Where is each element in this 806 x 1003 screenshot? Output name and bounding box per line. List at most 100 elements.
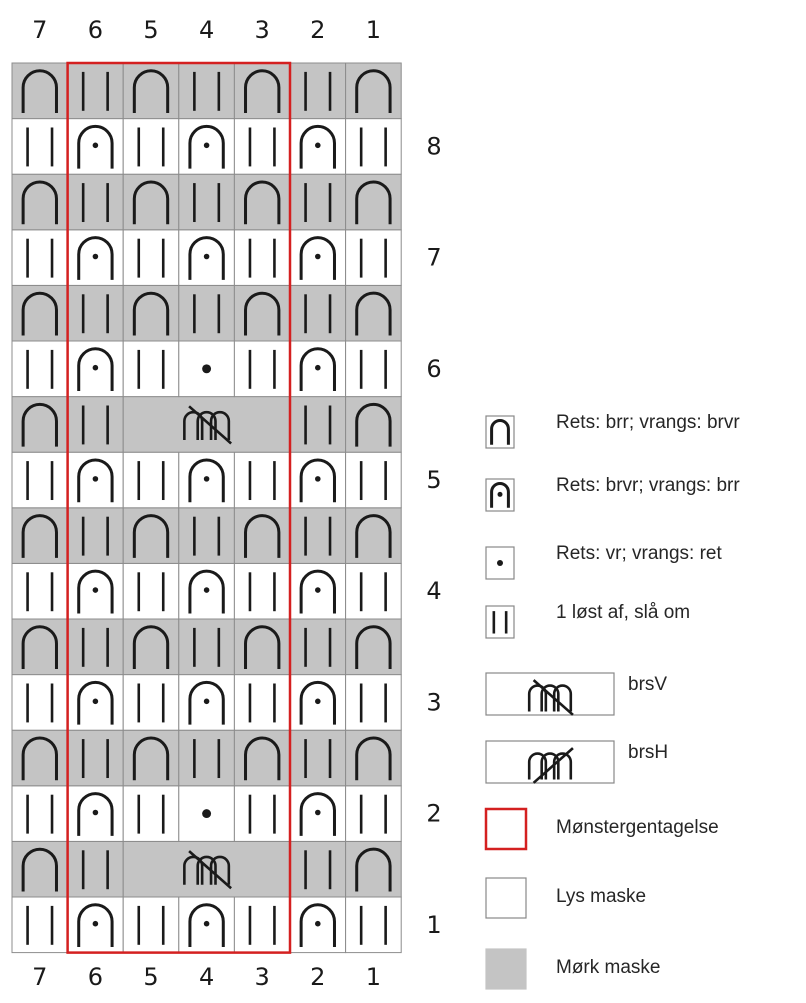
chart-row: [11, 451, 402, 509]
brioche-stitch: [11, 840, 69, 898]
legend-label: Mønstergentagelse: [556, 817, 719, 838]
legend-item-brsH: brsH: [485, 740, 668, 784]
brioche-dot-stitch: [289, 451, 347, 509]
top-column-number: 6: [88, 16, 103, 44]
brioche-stitch: [233, 618, 291, 676]
bars-stitch: [178, 507, 235, 564]
brioche-dot-stitch: [67, 562, 124, 620]
brioche-dot-stitch: [67, 896, 124, 954]
bars-stitch: [11, 340, 69, 398]
row-number: 1: [426, 911, 441, 939]
chart-row: [11, 674, 402, 731]
brioche-stitch: [345, 618, 402, 676]
bottom-column-number: 4: [199, 963, 214, 991]
brioche-stitch: [233, 173, 291, 231]
brioche-stitch: [345, 507, 402, 564]
brioche-dot-stitch: [178, 562, 235, 620]
bottom-column-number: 6: [88, 963, 103, 991]
brioche-dot-stitch: [67, 340, 124, 398]
bars-stitch: [178, 173, 235, 231]
bars-stitch: [122, 562, 180, 620]
bars-stitch: [11, 674, 69, 731]
chart-row: [11, 118, 402, 175]
legend-item-repeat-box: Mønstergentagelse: [484, 807, 719, 851]
bars-stitch: [345, 896, 402, 954]
bars-stitch: [178, 62, 235, 120]
bars-stitch: [345, 229, 402, 286]
bars-stitch: [67, 729, 124, 787]
legend-item-light-box: Lys maske: [485, 877, 646, 919]
brioche-stitch: [11, 62, 69, 120]
bars-stitch: [67, 173, 124, 231]
brioche-stitch: [11, 396, 69, 453]
bars-stitch: [67, 62, 124, 120]
bottom-column-number: 2: [310, 963, 325, 991]
chart-row: [11, 785, 402, 842]
row-number: 3: [426, 688, 441, 716]
brioche-stitch: [345, 840, 402, 898]
bottom-column-number: 3: [255, 963, 270, 991]
chart-row: [11, 896, 402, 954]
legend-label: brsV: [628, 674, 667, 695]
brioche-dot-stitch: [178, 896, 235, 954]
row-number: 5: [426, 466, 441, 494]
bottom-column-number: 5: [143, 963, 158, 991]
bars-stitch: [233, 674, 291, 731]
brioche-stitch: [233, 729, 291, 787]
bars-stitch: [345, 785, 402, 842]
brioche-stitch: [11, 618, 69, 676]
chart-row: [11, 507, 402, 564]
bars-stitch: [11, 896, 69, 954]
bars-stitch: [11, 562, 69, 620]
chart-row: [11, 284, 402, 342]
bars-stitch: [345, 340, 402, 398]
brioche-stitch: [345, 729, 402, 787]
legend-label: Rets: vr; vrangs: ret: [556, 543, 722, 564]
brioche-stitch: [233, 62, 291, 120]
legend-item-brsV: brsV: [485, 672, 667, 716]
purl-dot-stitch: [178, 785, 235, 842]
bars-stitch: [289, 729, 347, 787]
legend-label: 1 løst af, slå om: [556, 602, 690, 623]
brioche-stitch: [345, 284, 402, 342]
top-column-number: 5: [143, 16, 158, 44]
bars-stitch: [233, 785, 291, 842]
bars-stitch: [67, 618, 124, 676]
bars-stitch: [122, 118, 180, 175]
chart-row: [11, 729, 402, 787]
brioche-dot-stitch: [178, 118, 235, 175]
bars-stitch: [289, 62, 347, 120]
brioche-stitch: [233, 507, 291, 564]
bars-stitch: [233, 229, 291, 286]
bars-stitch: [289, 507, 347, 564]
legend-item-purl-dot: Rets: vr; vrangs: ret: [485, 543, 722, 580]
bars-stitch: [289, 840, 347, 898]
legend-label: brsH: [628, 742, 668, 763]
bars-stitch: [11, 118, 69, 175]
brioche-stitch: [345, 173, 402, 231]
top-column-number: 7: [32, 16, 47, 44]
bars-stitch: [122, 785, 180, 842]
brioche-dot-stitch: [67, 785, 124, 842]
brioche-stitch: [345, 62, 402, 120]
brioche-stitch: [11, 729, 69, 787]
brioche-stitch: [122, 618, 180, 676]
brioche-dot-stitch: [67, 451, 124, 509]
bars-stitch: [178, 618, 235, 676]
bars-stitch: [233, 896, 291, 954]
brioche-stitch: [122, 729, 180, 787]
row-number: 8: [426, 132, 441, 160]
bars-stitch: [67, 396, 124, 453]
row-number: 4: [426, 577, 441, 605]
brioche-dot-stitch: [289, 118, 347, 175]
brioche-dot-stitch: [67, 118, 124, 175]
top-column-number: 2: [310, 16, 325, 44]
brioche-dot-stitch: [67, 674, 124, 731]
brioche-dot-stitch: [178, 674, 235, 731]
bars-stitch: [345, 451, 402, 509]
brioche-dot-stitch: [289, 785, 347, 842]
chart-row: [11, 840, 402, 898]
brioche-stitch: [11, 507, 69, 564]
bars-stitch: [122, 229, 180, 286]
